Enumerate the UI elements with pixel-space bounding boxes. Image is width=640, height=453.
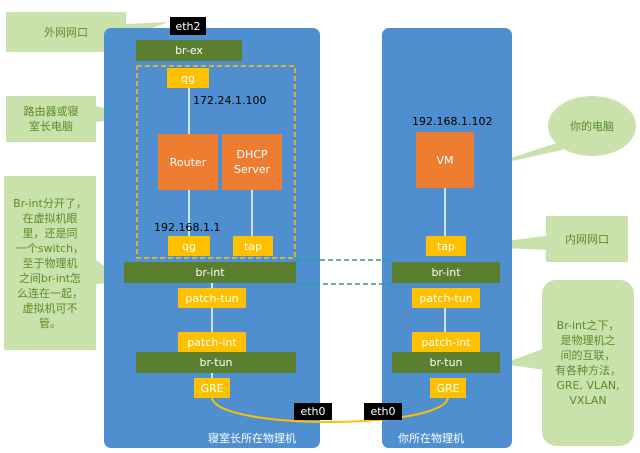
callout-router-pc: 路由器或寝 室长电脑: [6, 96, 96, 142]
right-patch-tun-port: patch-tun: [412, 288, 480, 308]
router-node: Router: [158, 134, 218, 190]
right-host-label: 你所在物理机: [398, 432, 464, 445]
gre-tunnel: [211, 397, 449, 423]
dhcp-label-line2: Server: [233, 163, 271, 176]
callout-brint-line2: 在虚拟机眼: [22, 211, 78, 225]
callout-brint-line9: 管。: [39, 316, 61, 330]
callout-under-brint-line4: 有各种方法，: [555, 364, 621, 377]
callout-brint-line3: 里，还是同: [22, 226, 78, 240]
callout-router-pc-line1: 路由器或寝: [23, 105, 79, 118]
eth2-port: eth2: [170, 17, 206, 35]
callout-external-port: 外网网口: [44, 25, 88, 39]
callout-under-brint-line6: VXLAN: [569, 394, 607, 407]
callout-your-pc-shape: [548, 96, 636, 156]
callout-under-brint-line2: 是物理机之: [560, 334, 616, 347]
internal-gateway-ip: 192.168.1.1: [154, 221, 221, 234]
vm-ip: 192.168.1.102: [412, 115, 493, 128]
qg-port-bottom: qg: [168, 236, 210, 256]
left-host-label: 寝室长所在物理机: [208, 432, 296, 445]
right-br-tun-bridge: br-tun: [392, 352, 500, 373]
callout-brint-line1: Br-int分开了，: [13, 196, 87, 210]
router-namespace-frame: [136, 65, 296, 259]
dhcp-label-line1: DHCP: [236, 148, 268, 161]
callout-brint: Br-int分开了， 在虚拟机眼 里，还是同 一个switch， 至于物理机 之…: [4, 178, 96, 348]
callout-your-pc: 你的电脑: [570, 119, 614, 133]
callout-brint-line4: 一个switch，: [15, 241, 85, 255]
callout-under-brint-line1: Br-int之下，: [556, 319, 620, 332]
right-eth0-port: eth0: [364, 403, 402, 420]
callout-brint-line8: 虚拟机可不: [22, 301, 78, 315]
callout-brint-shape: [4, 176, 126, 350]
callout-external-port-shape: [6, 12, 168, 52]
callout-under-brint-shape: [542, 280, 634, 446]
callout-brint-line7: 么连在一起，: [17, 286, 83, 300]
callout-router-pc-line2: 室长电脑: [29, 120, 73, 133]
right-gre-port: GRE: [430, 378, 466, 398]
right-tap-port: tap: [426, 236, 466, 256]
left-eth0-port: eth0: [294, 403, 332, 420]
left-patch-tun-port: patch-tun: [178, 288, 246, 308]
right-patch-int-port: patch-int: [412, 332, 480, 352]
callout-brint-line6: 之间br-int怎: [18, 271, 82, 285]
callout-under-brint-line5: GRE, VLAN,: [556, 379, 620, 392]
right-br-int-bridge: br-int: [392, 262, 500, 283]
callout-brint-line5: 至于物理机: [22, 256, 78, 270]
callout-internal-port-shape: [466, 216, 628, 262]
callout-router-pc-shape: [6, 96, 142, 142]
left-br-int-bridge: br-int: [124, 262, 296, 283]
vm-node: VM: [416, 132, 474, 188]
callout-under-brint: Br-int之下， 是物理机之 间的互联， 有各种方法， GRE, VLAN, …: [542, 290, 634, 436]
dhcp-tap-port: tap: [233, 236, 273, 256]
callout-internal-port: 内网网口: [565, 232, 609, 246]
left-gre-port: GRE: [194, 378, 230, 398]
external-ip: 172.24.1.100: [193, 94, 267, 107]
br-ex-bridge: br-ex: [136, 40, 242, 61]
callout-under-brint-line3: 间的互联，: [560, 349, 616, 362]
qg-port-top: qg: [167, 68, 209, 88]
dhcp-server-node: DHCP Server: [222, 134, 282, 190]
left-br-tun-bridge: br-tun: [136, 352, 296, 373]
brint-interconnect: [295, 259, 393, 285]
left-patch-int-port: patch-int: [178, 332, 246, 352]
